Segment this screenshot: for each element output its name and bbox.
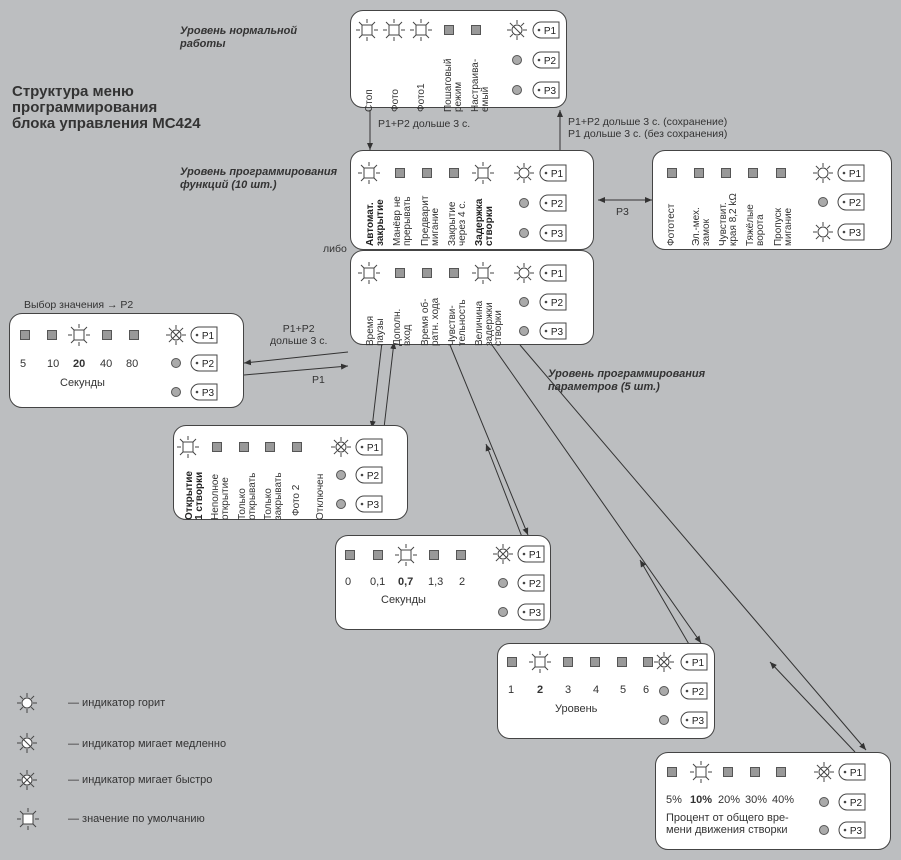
pause-value-5: 80 xyxy=(126,358,139,370)
level-value-5: 5 xyxy=(620,684,627,696)
level-value-1: 1 xyxy=(508,684,515,696)
panel-func2-label-2: Эл.-мех. замок xyxy=(691,207,712,246)
percent-value-1: 5% xyxy=(666,794,682,806)
label-select-value: Выбор значения → P2 xyxy=(24,299,134,311)
panel-params-label-1: Время паузы xyxy=(365,315,386,346)
level-normal-label: Уровень нормальной работы xyxy=(180,25,298,50)
panel-params-label-3: Время об- ратн. хода xyxy=(420,297,441,346)
level-value-4: 4 xyxy=(593,684,600,696)
panel-func2-label-5: Пропуск мигание xyxy=(773,207,794,246)
pause-value-2: 10 xyxy=(47,358,60,370)
panel-func2-label-1: Фототест xyxy=(666,203,677,246)
level-functions-label: Уровень программирования функций (10 шт.… xyxy=(180,166,338,191)
legend-slow-blink: — индикатор мигает медленно xyxy=(68,738,227,750)
panel-func1-label-5: Задержка створки xyxy=(474,198,495,246)
panel-params-label-5: Величина задержки створки xyxy=(474,300,504,346)
level-value-6: 6 xyxy=(643,684,650,696)
delay-value-3: 0,7 xyxy=(398,576,414,588)
pause-value-1: 5 xyxy=(20,358,27,370)
pause-value-4: 40 xyxy=(100,358,113,370)
delay-value-1: 0 xyxy=(345,576,352,588)
panel-functions-2 xyxy=(652,150,892,250)
delay-value-5: 2 xyxy=(459,576,466,588)
panel-normal-label-4: Пошаговый режим xyxy=(443,58,464,112)
panel-normal-label-1: Стоп xyxy=(364,89,375,112)
pause-caption: Секунды xyxy=(60,377,105,389)
arrow-label-exit-programming: P1+P2 дольше 3 с. (сохранение) P1 дольше… xyxy=(568,116,728,140)
percent-value-3: 20% xyxy=(718,794,741,806)
legend-fast-blink: — индикатор мигает быстро xyxy=(68,774,213,786)
panel-params-label-2: Дополн. вход xyxy=(392,308,413,346)
percent-caption: Процент от общего вре- мени движения ств… xyxy=(666,812,789,836)
arrow-label-enter-programming: P1+P2 дольше 3 с. xyxy=(378,118,471,130)
panel-func1-label-1: Автомат. закрытие xyxy=(365,199,386,246)
panel-func2-label-4: Тяжёлые ворота xyxy=(745,204,766,246)
delay-caption: Секунды xyxy=(381,594,426,606)
legend-lit: — индикатор горит xyxy=(68,697,166,709)
panel-open-label-4: Только закрывать xyxy=(263,472,284,520)
level-value-2: 2 xyxy=(537,684,544,696)
panel-open-label-3: Только открывать xyxy=(237,472,258,520)
level-parameters-label: Уровень программирования параметров (5 ш… xyxy=(548,368,706,393)
panel-normal-label-2: Фото xyxy=(390,89,401,112)
panel-open-label-6: Отключен xyxy=(315,473,326,520)
percent-value-5: 40% xyxy=(772,794,795,806)
legend-default: — значение по умолчанию xyxy=(68,813,205,825)
panel-func1-label-4: Закрытие через 4 с. xyxy=(447,200,468,246)
panel-open-label-1: Открытие 1 створки xyxy=(184,471,205,520)
panel-func1-label-3: Предварит мигание xyxy=(420,195,441,246)
panel-func2-label-3: Чувствит. края 8,2 kΩ xyxy=(718,193,739,246)
percent-value-4: 30% xyxy=(745,794,768,806)
panel-func1-label-2: Манёвр не прерывать xyxy=(392,196,413,246)
panel-sensitivity xyxy=(497,643,715,739)
panel-normal-label-5: Настраива- емый xyxy=(470,58,491,112)
pause-value-3: 20 xyxy=(73,358,86,370)
panel-reverse-time xyxy=(335,535,551,630)
percent-value-2: 10% xyxy=(690,794,713,806)
delay-value-2: 0,1 xyxy=(370,576,386,588)
arrow-label-back-p1: P1 xyxy=(312,374,325,386)
level-value-3: 3 xyxy=(565,684,572,696)
panel-parameters xyxy=(350,250,594,345)
level-caption: Уровень xyxy=(555,703,598,715)
arrow-label-to-pause: P1+P2 дольше 3 с. xyxy=(270,323,328,347)
panel-open-label-5: Фото 2 xyxy=(291,484,302,516)
panel-normal-label-3: Фото1 xyxy=(416,83,427,112)
arrow-label-p3: P3 xyxy=(616,206,629,218)
label-libo: либо xyxy=(323,243,347,255)
panel-functions-1 xyxy=(350,150,594,250)
page-title: Структура меню программирования блока уп… xyxy=(12,83,201,132)
panel-normal-operation xyxy=(350,10,567,108)
panel-open-label-2: Неполное открытие xyxy=(210,473,231,520)
delay-value-4: 1,3 xyxy=(428,576,444,588)
panel-params-label-4: Чувстви- тельность xyxy=(447,299,468,346)
